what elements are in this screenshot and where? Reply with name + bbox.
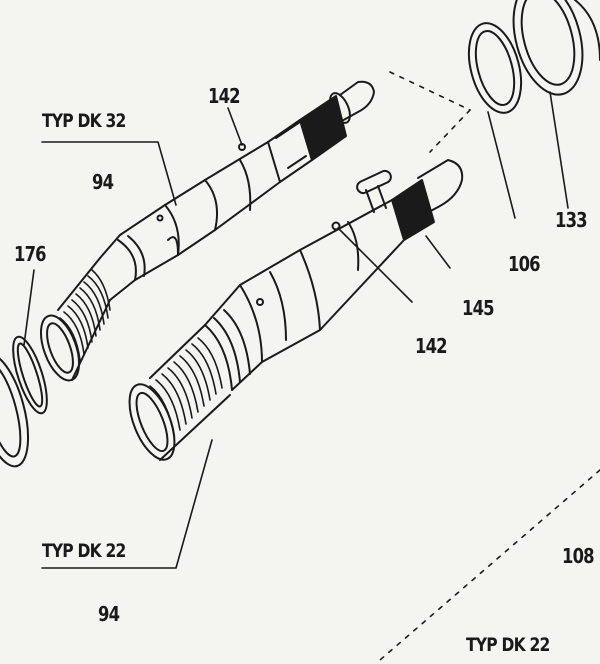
- dk32-type-label: TYP DK 32: [42, 110, 126, 132]
- callout-145: 145: [462, 296, 495, 320]
- callout-142-mid: 142: [415, 334, 448, 358]
- callout-142-top: 142: [208, 84, 241, 108]
- callout-176: 176: [14, 242, 47, 266]
- callout-133: 133: [555, 208, 588, 232]
- dk22-part-number: 94: [98, 602, 120, 626]
- dk22-bottom-type-label: TYP DK 22: [466, 634, 550, 656]
- callout-108: 108: [562, 544, 595, 568]
- leader-lines: [23, 91, 569, 569]
- dk32-part-number: 94: [92, 170, 114, 194]
- callout-106: 106: [508, 252, 541, 276]
- seal-rings-drawing: [467, 0, 600, 114]
- dk22-type-label: TYP DK 22: [42, 540, 126, 562]
- part-dk22-drawing: [128, 159, 464, 461]
- assembly-dash-lines: [379, 71, 600, 661]
- part-dk32-drawing: [0, 80, 375, 468]
